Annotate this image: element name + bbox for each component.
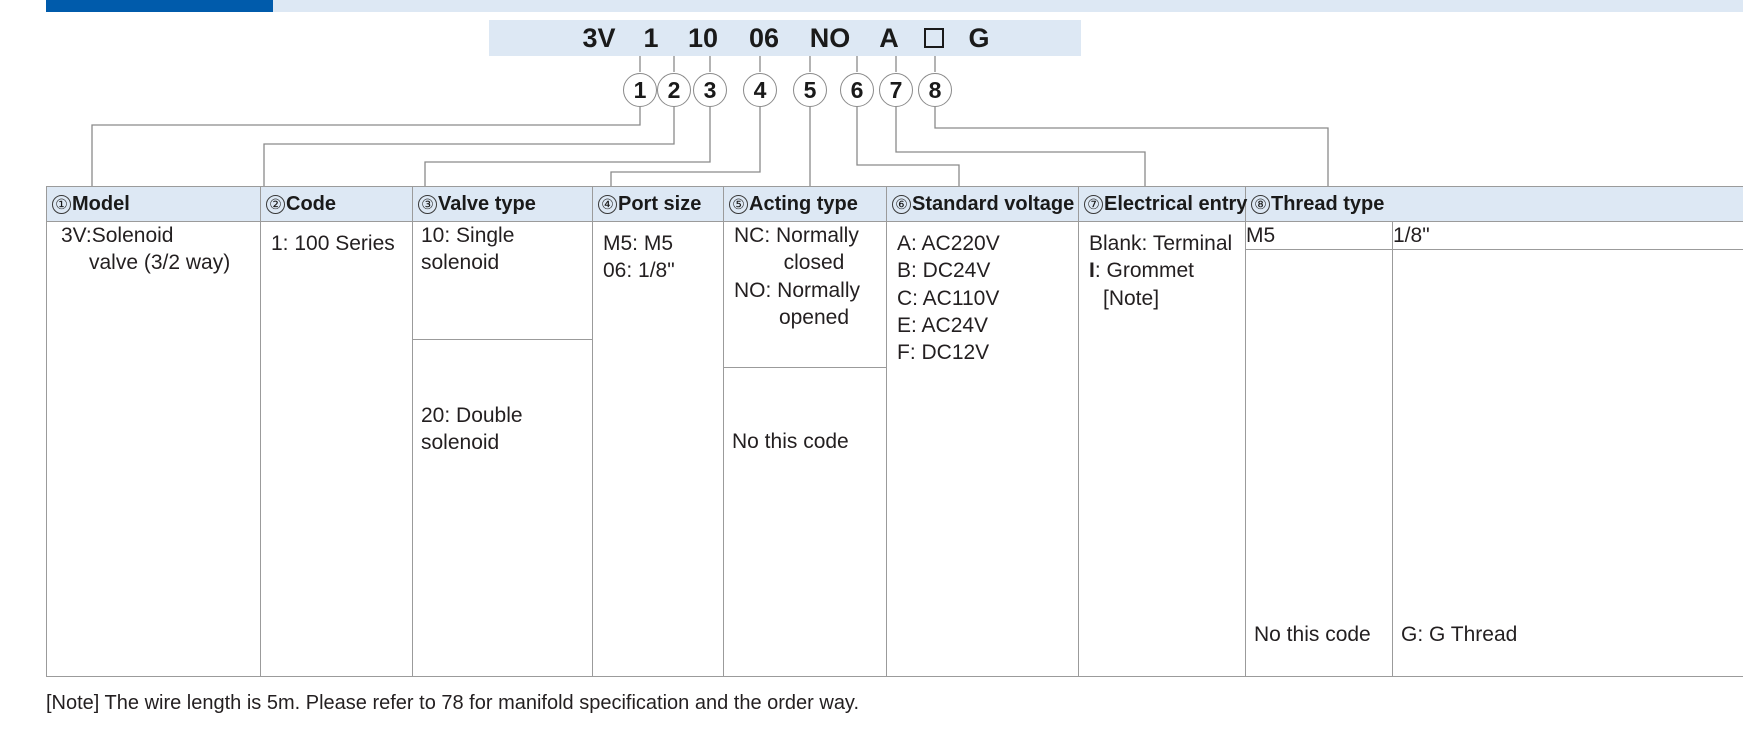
header-label-thread-type: Thread type bbox=[1271, 192, 1385, 215]
header-label-model: Model bbox=[72, 192, 130, 215]
header-num-8: ⑧ bbox=[1251, 194, 1270, 214]
part-number-segment-6: A bbox=[879, 22, 899, 53]
blank-square-icon bbox=[924, 27, 944, 48]
callout-circle-2: 2 bbox=[657, 73, 691, 107]
acting-type-nc-line2: closed bbox=[783, 251, 845, 275]
cell-model: 3V:Solenoid valve (3/2 way) bbox=[46, 220, 261, 678]
callout-circle-4: 4 bbox=[743, 73, 777, 107]
part-number-strip-background bbox=[489, 20, 1081, 56]
electrical-entry-blank: Blank: Terminal bbox=[1089, 232, 1233, 255]
cell-port-size: M5: M5 06: 1/8" bbox=[592, 220, 724, 678]
callout-circle-7: 7 bbox=[879, 73, 913, 107]
header-label-port-size: Port size bbox=[618, 192, 702, 215]
subheader-thread-m5: M5 bbox=[1245, 220, 1393, 251]
header-label-acting-type: Acting type bbox=[749, 192, 858, 215]
header-num-4: ④ bbox=[598, 194, 617, 214]
part-number-segment-5: NO bbox=[809, 22, 851, 53]
part-number-segment-2: 1 bbox=[643, 22, 659, 53]
acting-type-no-line1: NO: Normally bbox=[734, 278, 861, 302]
valve-type-single: 10: Single solenoid bbox=[413, 222, 592, 340]
accent-bar-light bbox=[273, 0, 1743, 12]
cell-electrical-entry: Blank: Terminal I: Grommet [Note] bbox=[1078, 220, 1246, 678]
acting-type-nc-line1: NC: Normally bbox=[734, 224, 859, 247]
header-label-electrical-entry: Electrical entry bbox=[1104, 192, 1248, 215]
callout-circle-6: 6 bbox=[840, 73, 874, 107]
header-label-valve-type: Valve type bbox=[438, 192, 536, 215]
table-thread-value-row: No this code G: G Thread bbox=[47, 249, 1743, 678]
acting-type-none: No this code bbox=[732, 430, 849, 454]
part-number-segment-3: 10 bbox=[687, 22, 719, 53]
electrical-entry-code-i: I bbox=[1089, 259, 1095, 283]
cell-code: 1: 100 Series bbox=[260, 220, 413, 678]
model-line-2: valve (3/2 way) bbox=[89, 251, 231, 275]
valve-type-double: 20: Double solenoid bbox=[421, 403, 523, 454]
subheader-thread-18: 1/8" bbox=[1391, 220, 1743, 251]
model-line-1: 3V:Solenoid bbox=[61, 224, 174, 247]
part-number-row: 3V 1 10 06 NO A G bbox=[489, 20, 1081, 56]
accent-bar-dark bbox=[46, 0, 273, 12]
callout-circle-3: 3 bbox=[693, 73, 727, 107]
header-num-6: ⑥ bbox=[892, 194, 911, 214]
part-number-segment-8: G bbox=[968, 22, 990, 53]
header-num-7: ⑦ bbox=[1084, 194, 1103, 214]
electrical-entry-grommet: I: Grommet bbox=[1089, 257, 1235, 284]
cell-acting-type: NC: Normally closed NO: Normally opened … bbox=[723, 220, 887, 678]
cell-thread-m5-value: No this code bbox=[1245, 249, 1393, 678]
part-number-segment-1: 3V bbox=[582, 22, 616, 53]
valve-type-split: 10: Single solenoid 20: Double solenoid bbox=[413, 222, 592, 456]
code-value: 1: 100 Series bbox=[271, 232, 395, 255]
callout-circle-5: 5 bbox=[793, 73, 827, 107]
acting-type-split: NC: Normally closed NO: Normally opened … bbox=[724, 222, 886, 455]
port-size-line-2: 06: 1/8" bbox=[603, 259, 675, 283]
part-number-segment-7 bbox=[912, 23, 956, 54]
header-label-code: Code bbox=[286, 192, 336, 215]
header-num-5: ⑤ bbox=[729, 194, 748, 214]
table-subheader-row: 3V:Solenoid valve (3/2 way) 1: 100 Serie… bbox=[46, 220, 1743, 678]
electrical-entry-value: Blank: Terminal I: Grommet [Note] bbox=[1079, 222, 1245, 320]
callout-circle-1: 1 bbox=[623, 73, 657, 107]
voltage-option-b: B: DC24V bbox=[897, 259, 991, 283]
electrical-entry-grommet-text: : Grommet bbox=[1094, 259, 1195, 283]
voltage-option-f: F: DC12V bbox=[897, 341, 990, 365]
voltage-option-c: C: AC110V bbox=[897, 286, 1000, 310]
voltage-option-a: A: AC220V bbox=[897, 232, 1000, 255]
callout-circle-8: 8 bbox=[918, 73, 952, 107]
acting-type-codes: NC: Normally closed NO: Normally opened bbox=[724, 222, 886, 369]
header-num-1: ① bbox=[52, 194, 71, 214]
model-value: 3V:Solenoid valve (3/2 way) bbox=[47, 222, 260, 277]
header-num-3: ③ bbox=[418, 194, 437, 214]
part-number-segment-4: 06 bbox=[748, 22, 780, 53]
port-size-value: M5: M5 06: 1/8" bbox=[593, 222, 723, 293]
header-num-2: ② bbox=[266, 194, 285, 214]
electrical-entry-note-ref: [Note] bbox=[1103, 286, 1160, 310]
acting-type-no-line2: opened bbox=[778, 305, 850, 329]
header-label-standard-voltage: Standard voltage bbox=[912, 192, 1075, 215]
cell-standard-voltage: A: AC220V B: DC24V C: AC110V E: AC24V F:… bbox=[886, 220, 1079, 678]
voltage-option-e: E: AC24V bbox=[897, 313, 989, 337]
cell-valve-type: 10: Single solenoid 20: Double solenoid bbox=[412, 220, 593, 678]
cell-thread-18-value: G: G Thread bbox=[1391, 249, 1743, 678]
footnote: [Note] The wire length is 5m. Please ref… bbox=[46, 692, 860, 714]
port-size-line-1: M5: M5 bbox=[603, 232, 674, 255]
top-accent-bar bbox=[0, 0, 1743, 12]
voltage-list: A: AC220V B: DC24V C: AC110V E: AC24V F:… bbox=[887, 222, 1078, 374]
